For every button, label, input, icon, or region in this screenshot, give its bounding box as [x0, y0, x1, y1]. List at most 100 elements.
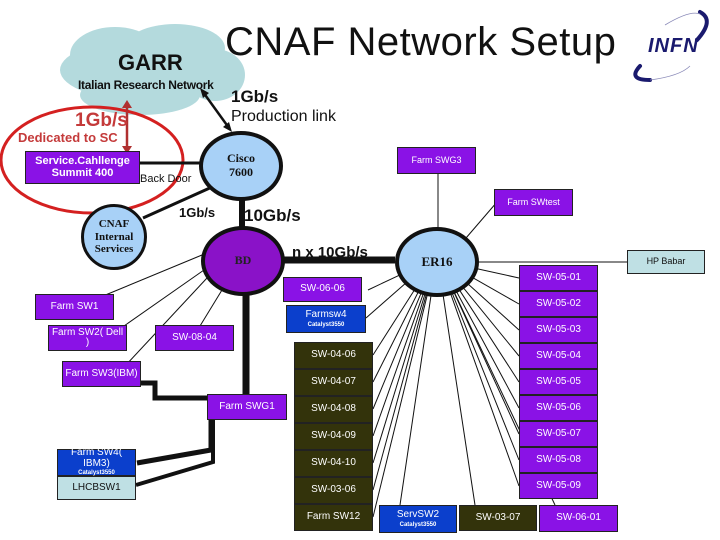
farm-sw4-switch[interactable]: Farm SW4( IBM3) Catalyst3550 — [57, 447, 136, 477]
sw-08-04-switch[interactable]: SW-08-04 — [155, 325, 234, 351]
sw-06-01-switch[interactable]: SW-06-01 — [539, 505, 618, 532]
switch-label: SW-05-04 — [536, 349, 581, 361]
sw-03-07-switch[interactable]: SW-03-07 — [459, 505, 537, 531]
lhcb-sw1-switch[interactable]: LHCBSW1 — [57, 476, 136, 500]
switch-sw-04-06[interactable]: SW-04-06 — [294, 342, 373, 369]
er16-fan-link — [470, 276, 520, 305]
switch-label: SW-04-06 — [311, 349, 356, 361]
switch-sw-04-09[interactable]: SW-04-09 — [294, 423, 373, 450]
switch-label: SW-05-02 — [536, 297, 581, 309]
swg1-sw4-link — [136, 418, 214, 466]
switch-sw-03-06[interactable]: SW-03-06 — [294, 477, 373, 504]
serv-sw2-label: ServSW2 — [396, 509, 440, 521]
cisco-label: Cisco 7600 — [227, 151, 255, 179]
farm-sw3-label: Farm SW3(IBM) — [65, 367, 138, 379]
switch-sw-04-10[interactable]: SW-04-10 — [294, 450, 373, 477]
farmsw4-label: Farmsw4 — [305, 309, 347, 321]
switch-farm-sw12[interactable]: Farm SW12 — [294, 504, 373, 531]
internal-link — [142, 185, 213, 220]
farm-swg1-switch[interactable]: Farm SWG1 — [207, 394, 287, 420]
farm-sw4-label: Farm SW4( IBM3) — [70, 447, 123, 469]
switch-sw-05-07[interactable]: SW-05-07 — [519, 421, 598, 447]
cnaf-internal-services[interactable]: CNAF Internal Services — [81, 204, 147, 270]
er16-swtest-link — [465, 201, 498, 239]
sw-06-06-label: SW-06-06 — [300, 283, 345, 295]
cnaf-internal-label: CNAF Internal Services — [94, 218, 134, 256]
er16-fan-link — [372, 288, 416, 356]
switch-sw-05-02[interactable]: SW-05-02 — [519, 291, 598, 317]
switch-sw-05-04[interactable]: SW-05-04 — [519, 343, 598, 369]
er16-fan-link — [452, 290, 520, 435]
trunk-speed-label: n x 10Gb/s — [292, 244, 368, 261]
switch-label: SW-05-08 — [536, 453, 581, 465]
back-door-label: Back Door — [140, 173, 192, 185]
farm-swg3-switch[interactable]: Farm SWG3 — [397, 147, 476, 174]
production-speed-label: 1Gb/s — [231, 87, 279, 106]
sw-06-06-switch[interactable]: SW-06-06 — [283, 277, 362, 302]
switch-label: SW-04-10 — [311, 457, 356, 469]
garr-cloud — [60, 24, 245, 115]
sw-03-07-label: SW-03-07 — [475, 511, 521, 523]
er16-fan-link — [372, 292, 429, 518]
switch-sw-05-09[interactable]: SW-05-09 — [519, 473, 598, 499]
sc-dedicated-label: Dedicated to SC — [18, 130, 118, 145]
switch-label: SW-05-05 — [536, 375, 581, 387]
er16-fan-link — [372, 291, 423, 410]
farm-sw2-label: Farm SW2( Dell ) — [51, 326, 124, 348]
farm-swtest-switch[interactable]: Farm SWtest — [494, 189, 573, 216]
switch-label: SW-05-06 — [536, 401, 581, 413]
er16-fan-link — [465, 282, 520, 331]
infn-logo-swoosh — [633, 10, 709, 82]
farm-swg1-label: Farm SWG1 — [219, 400, 275, 412]
lhcb-sw1-label: LHCBSW1 — [72, 481, 121, 493]
er16-fan-link — [372, 291, 425, 437]
farmsw4-catalyst-switch[interactable]: Farmsw4 Catalyst3550 — [286, 305, 366, 333]
serv-sw2-switch[interactable]: ServSW2 Catalyst3550 — [379, 505, 457, 533]
infn-logo: INFN — [648, 35, 699, 58]
farm-sw3-switch[interactable]: Farm SW3(IBM) — [62, 361, 141, 387]
bd-fan-links — [102, 254, 223, 367]
production-arrow-up — [200, 88, 209, 98]
er16-fan-links — [365, 267, 556, 518]
garr-title: GARR — [118, 50, 183, 75]
er16-label: ER16 — [421, 253, 453, 269]
service-challenge-label-2: Summit 400 — [51, 166, 114, 179]
service-challenge-switch[interactable]: Service.Cahllenge Summit 400 — [25, 151, 140, 184]
sc-speed-label: 1Gb/s — [75, 110, 128, 131]
service-challenge-label-1: Service.Cahllenge — [35, 154, 130, 167]
farm-sw4-model: Catalyst3550 — [78, 470, 115, 477]
farm-sw2-switch[interactable]: Farm SW2( Dell ) — [48, 325, 127, 351]
bd-router[interactable]: BD — [201, 226, 285, 296]
switch-sw-04-07[interactable]: SW-04-07 — [294, 369, 373, 396]
er16-fan-link — [399, 293, 432, 506]
switch-sw-05-01[interactable]: SW-05-01 — [519, 265, 598, 291]
er16-fan-link — [372, 290, 420, 383]
er16-fan-link — [451, 291, 520, 461]
switch-sw-05-06[interactable]: SW-05-06 — [519, 395, 598, 421]
switch-sw-05-05[interactable]: SW-05-05 — [519, 369, 598, 395]
er16-fan-link — [372, 292, 428, 491]
farm-sw1-switch[interactable]: Farm SW1 — [35, 294, 114, 320]
sw3-swg1-link — [138, 380, 208, 401]
switch-label: SW-05-03 — [536, 323, 581, 335]
farm-sw1-label: Farm SW1 — [50, 300, 99, 312]
hp-babar-switch[interactable]: HP Babar — [627, 250, 705, 274]
er16-fan-link — [449, 291, 520, 487]
switch-sw-05-08[interactable]: SW-05-08 — [519, 447, 598, 473]
farm-swtest-label: Farm SWtest — [507, 196, 560, 207]
garr-subtitle: Italian Research Network — [78, 78, 214, 92]
er16-fan-link — [458, 288, 520, 383]
switch-label: SW-05-07 — [536, 427, 581, 439]
switch-sw-05-03[interactable]: SW-05-03 — [519, 317, 598, 343]
cisco-7600-router[interactable]: Cisco 7600 — [199, 131, 283, 201]
switch-label: SW-04-09 — [311, 430, 356, 442]
switch-sw-04-08[interactable]: SW-04-08 — [294, 396, 373, 423]
production-link-label: Production link — [231, 108, 336, 125]
switch-label: SW-05-01 — [536, 271, 581, 283]
bd-label: BD — [234, 253, 252, 268]
switch-label: Farm SW12 — [306, 511, 361, 523]
switch-label: SW-04-08 — [311, 403, 356, 415]
sc-arrow-up — [122, 100, 132, 108]
switch-label: SW-03-06 — [311, 484, 356, 496]
er16-router[interactable]: ER16 — [395, 227, 479, 297]
